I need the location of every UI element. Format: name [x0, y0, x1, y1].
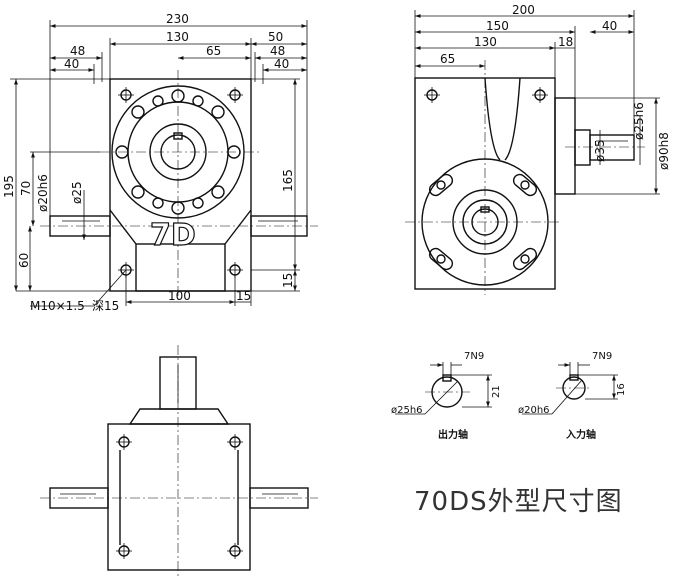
thread-note: M10×1.5 [30, 299, 85, 313]
input-key-size: 7N9 [592, 351, 612, 362]
side-mounting-holes [424, 87, 548, 103]
output-shaft-keyway: 7N9 21 ø25h6 出力轴 [391, 351, 502, 441]
dim-20h6: ø20h6 [36, 174, 50, 212]
side-view: 200 150 40 130 18 65 ø25h6 ø35 ø90h8 [405, 3, 671, 295]
side-dim-130: 130 [474, 35, 497, 49]
output-shaft-label: 出力轴 [438, 428, 468, 441]
dim-130: 130 [166, 30, 189, 44]
side-dim-200: 200 [512, 3, 535, 17]
slotted-holes [428, 173, 538, 271]
side-dim-90h8: ø90h8 [657, 132, 671, 170]
input-key-height: 16 [616, 383, 627, 396]
dim-40-left: 40 [64, 57, 79, 71]
side-dim-35: ø35 [593, 139, 607, 162]
side-dim-25h6: ø25h6 [632, 102, 646, 140]
dim-60: 60 [17, 253, 31, 268]
input-shaft-label: 入力轴 [566, 428, 596, 441]
dim-100: 100 [168, 289, 191, 303]
dim-65: 65 [206, 44, 221, 58]
dim-70: 70 [19, 181, 33, 196]
drawing-title: 70DS外型尺寸图 [414, 487, 623, 517]
dim-165: 165 [281, 169, 295, 192]
dim-230: 230 [166, 12, 189, 26]
output-key-size: 7N9 [464, 351, 484, 362]
bottom-view [40, 345, 318, 576]
dim-40-right: 40 [274, 57, 289, 71]
output-diameter: ø25h6 [391, 405, 423, 416]
dim-48-left: 48 [70, 44, 85, 58]
side-dim-65: 65 [440, 52, 455, 66]
input-shaft-keyway: 7N9 16 ø20h6 入力轴 [518, 351, 627, 441]
dim-50: 50 [268, 30, 283, 44]
dim-25: ø25 [70, 181, 84, 204]
side-dim-40: 40 [602, 19, 617, 33]
dim-195: 195 [2, 175, 16, 198]
dim-15-side: 15 [281, 273, 295, 288]
model-mark: 7D [150, 218, 196, 253]
bottom-mounting-holes [116, 434, 243, 559]
dim-15-bottom: 15 [236, 289, 251, 303]
front-view: 7D 230 130 48 40 65 50 48 40 [2, 12, 318, 313]
dim-48-right: 48 [270, 44, 285, 58]
output-key-height: 21 [491, 385, 502, 398]
input-diameter: ø20h6 [518, 405, 550, 416]
side-dim-150: 150 [486, 19, 509, 33]
depth-note: 深15 [92, 299, 119, 313]
side-dim-18: 18 [558, 35, 573, 49]
